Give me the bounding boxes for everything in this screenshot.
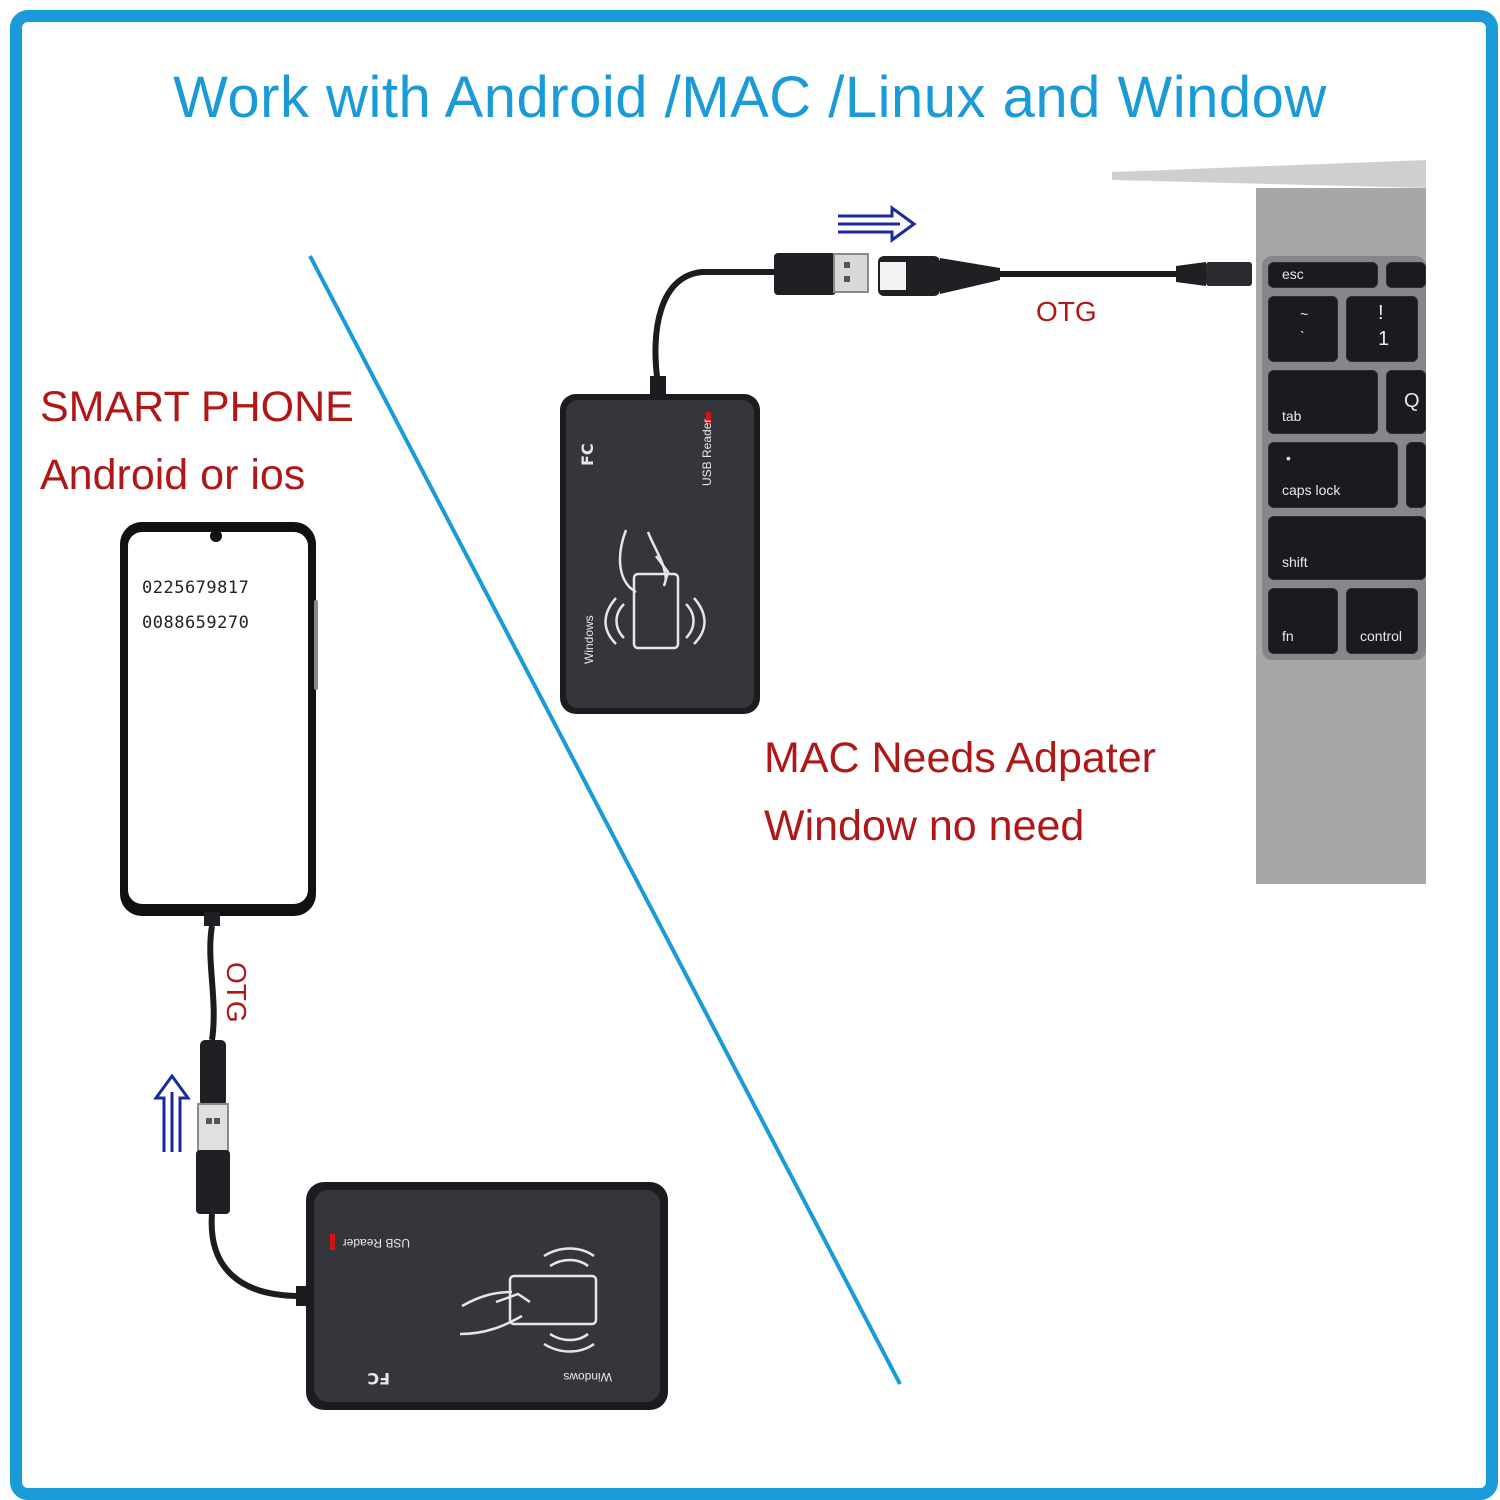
tap-card-icon xyxy=(459,1247,598,1353)
otg-adapter-phone xyxy=(200,1040,226,1106)
phone-screen-line-2: 0088659270 xyxy=(142,613,250,633)
smart-phone-heading: SMART PHONE xyxy=(40,383,354,431)
key-a xyxy=(1406,442,1426,508)
reader-bottom-windows-label: Windows xyxy=(563,1370,612,1384)
divider-line xyxy=(308,255,902,1385)
key-fn: fn xyxy=(1268,588,1338,654)
key-f1 xyxy=(1386,262,1426,288)
key-control: control xyxy=(1346,588,1418,654)
usb-plug-top-metal xyxy=(833,253,869,293)
phone-screen-line-1: 0225679817 xyxy=(142,578,250,598)
reader-bottom-usb-label: USB Reader xyxy=(342,1236,410,1250)
usb-plug-top-body xyxy=(774,253,836,295)
usb-plug-phone-body xyxy=(196,1150,230,1214)
key-1: ! 1 xyxy=(1346,296,1418,362)
otg-label-phone: OTG xyxy=(221,962,252,1023)
phone-os-subheading: Android or ios xyxy=(40,451,306,499)
key-esc: esc xyxy=(1268,262,1378,288)
top-cable xyxy=(652,253,1252,385)
top-reader xyxy=(560,376,760,714)
key-caps-lock: • caps lock xyxy=(1268,442,1398,508)
reader-bottom-fc-mark: FC xyxy=(367,1369,390,1388)
key-tab: tab xyxy=(1268,370,1378,434)
arrow-up-icon xyxy=(153,1073,191,1152)
front-camera xyxy=(210,530,222,542)
laptop-lid xyxy=(1112,160,1426,188)
key-q: Q xyxy=(1386,370,1426,434)
key-shift: shift xyxy=(1268,516,1426,580)
window-note: Window no need xyxy=(764,802,1085,850)
key-tilde: ~ ` xyxy=(1268,296,1338,362)
phone-cable xyxy=(196,912,301,1299)
page-title: Work with Android /MAC /Linux and Window xyxy=(173,65,1327,130)
reader-top-windows-label: Windows xyxy=(582,615,596,664)
reader-led-bottom xyxy=(330,1234,335,1250)
usb-plug-phone-metal xyxy=(197,1103,229,1153)
bottom-reader xyxy=(296,1182,668,1410)
otg-label-mac: OTG xyxy=(1036,296,1097,327)
mac-adapter-note: MAC Needs Adpater xyxy=(764,734,1156,782)
tap-card-icon xyxy=(604,529,706,650)
reader-top-usb-label: USB Reader xyxy=(700,418,714,486)
reader-top-fc-mark: FC xyxy=(578,443,597,466)
arrow-right-icon xyxy=(838,205,917,243)
reader-led-top xyxy=(706,412,711,424)
phone xyxy=(120,522,318,916)
